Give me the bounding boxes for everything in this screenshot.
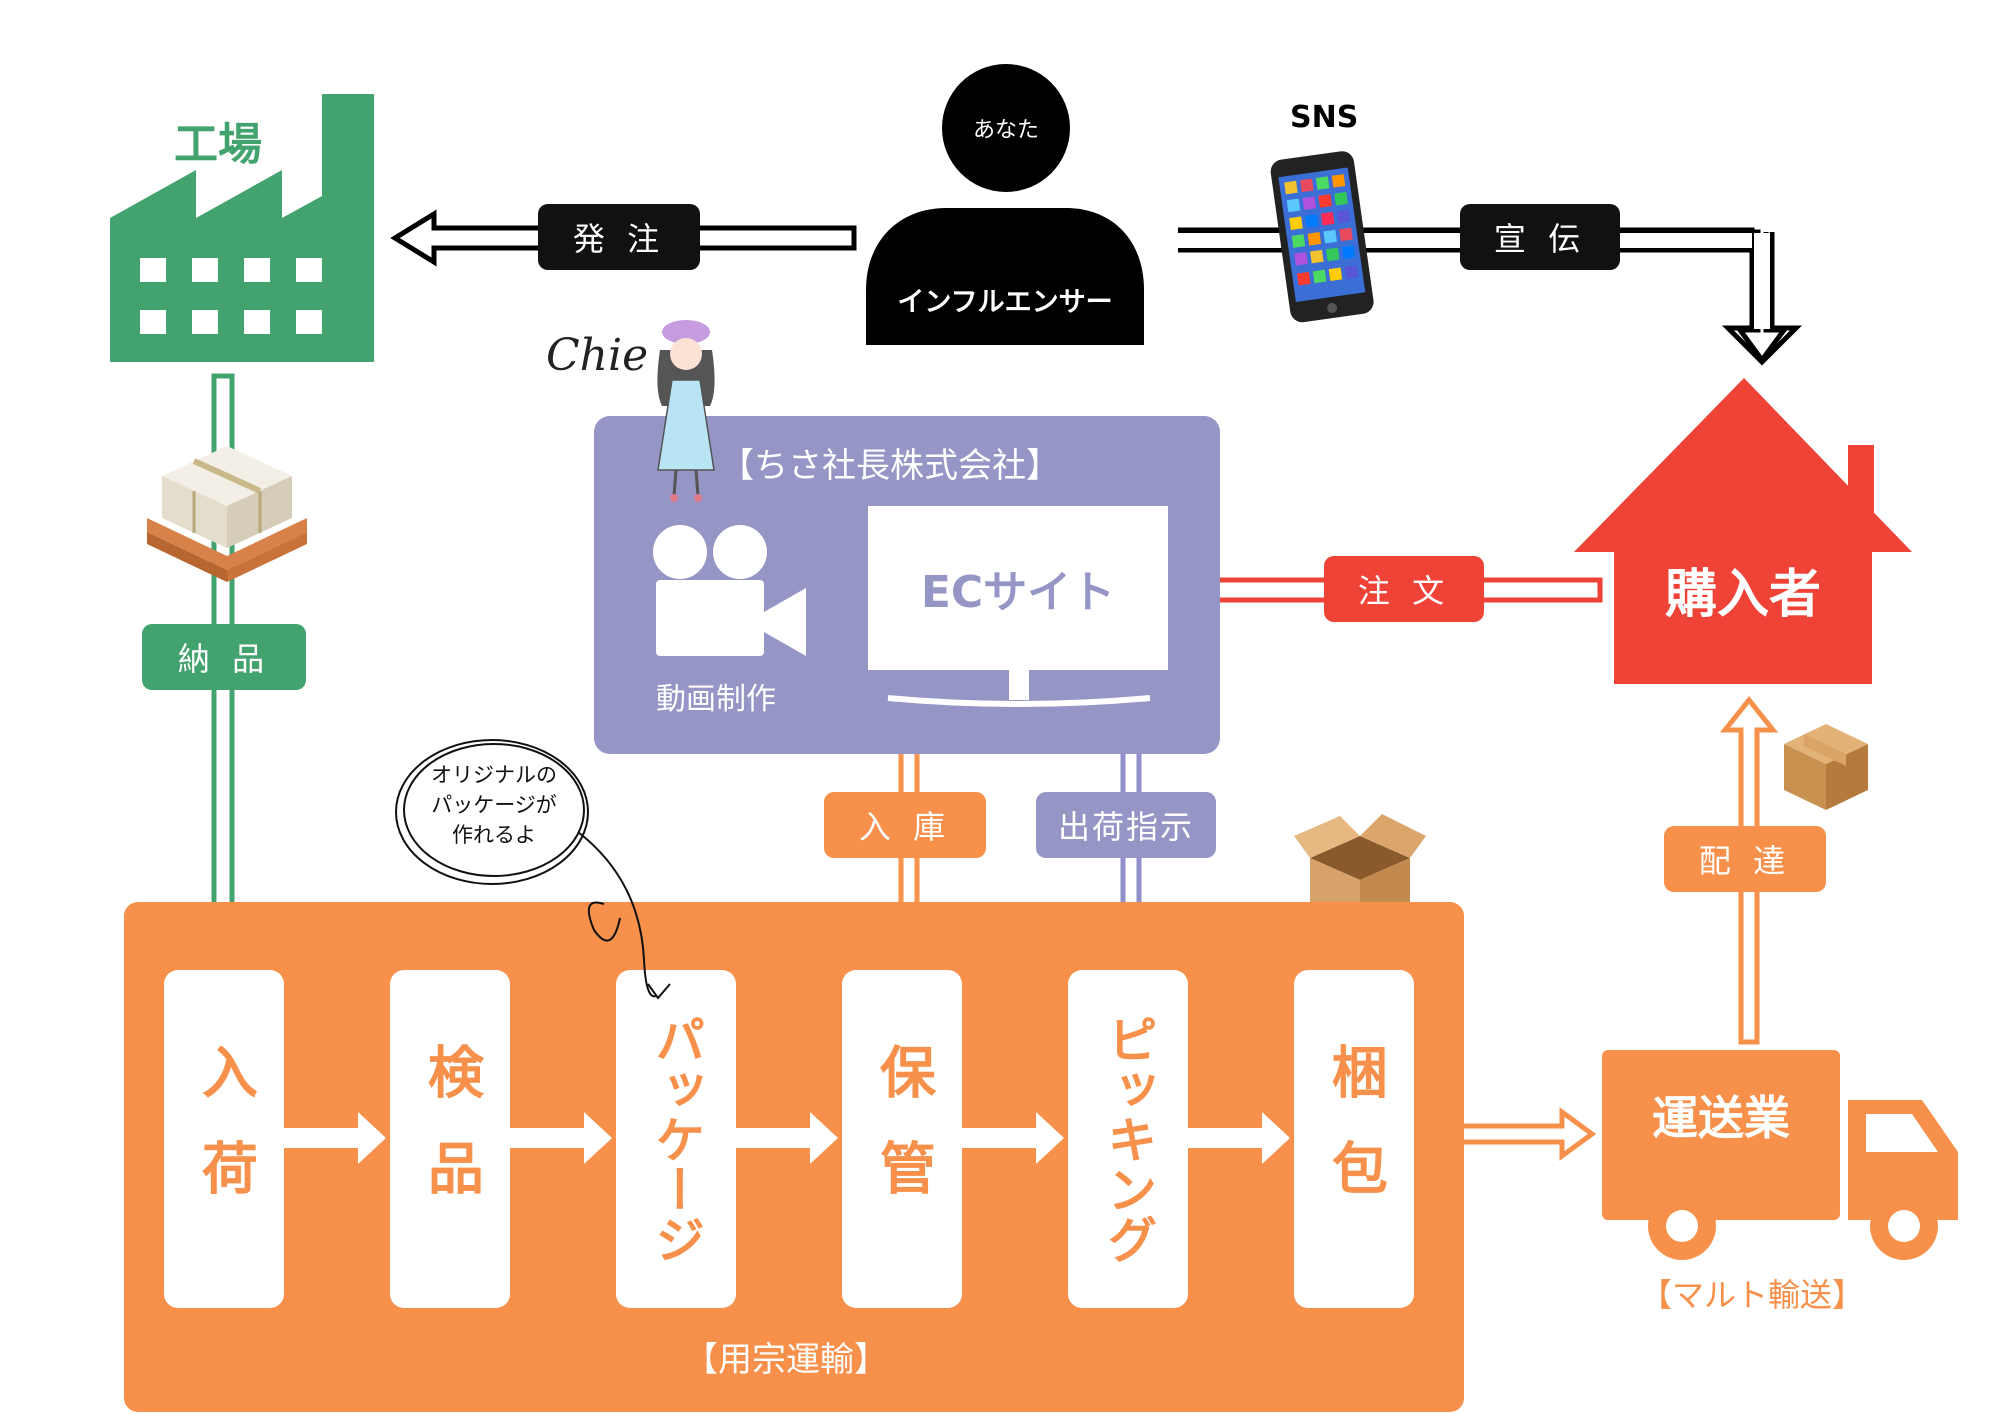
stage-package: パッケージ (616, 970, 736, 1308)
ship-instruction-label: 出荷指示 (1036, 792, 1216, 858)
video-label: 動画制作 (656, 682, 776, 717)
truck-window (1866, 1114, 1938, 1152)
monitor-stand (886, 670, 1152, 714)
package-note-line-3: 作れるよ (452, 823, 536, 847)
order-to-factory-label: 発 注 (538, 204, 700, 270)
company-name: 【ちさ社長株式会社】 (720, 446, 1060, 486)
stage-packing: 梱包 (1294, 970, 1414, 1308)
note-bubble (395, 739, 589, 885)
person-icon (866, 64, 1144, 345)
note-arrow (577, 831, 657, 998)
warehouse-name: 【用宗運輸】 (684, 1340, 888, 1380)
package-note: オリジナルの パッケージが 作れるよ (410, 760, 578, 850)
house-icon (1574, 378, 1912, 684)
stage-picking: ピッキング (1068, 970, 1188, 1308)
stage-arrow-1 (284, 1112, 386, 1164)
carrier-name: 【マルト輸送】 (1640, 1276, 1865, 1314)
video-camera-icon (650, 520, 810, 660)
order-label: 注 文 (1324, 556, 1484, 622)
delivery-label: 配 達 (1664, 826, 1826, 892)
factory-icon (110, 94, 374, 362)
smartphone-icon (1270, 151, 1374, 323)
cardboard-box-icon (1778, 718, 1874, 814)
stage-storage: 保管 (842, 970, 962, 1308)
stage-arrow-5 (1188, 1112, 1290, 1164)
arrow-promotion-fill-2 (1754, 233, 1770, 329)
promotion-label: 宣 伝 (1460, 204, 1620, 270)
signature: Chie (546, 330, 649, 381)
stage-arrow-4 (962, 1112, 1064, 1164)
character-illustration (640, 310, 724, 506)
ec-site-screen[interactable]: ECサイト (868, 506, 1168, 670)
factory-label: 工場 (174, 119, 262, 170)
carrier-label: 運送業 (1652, 1091, 1790, 1145)
inbound-label: 入 庫 (824, 792, 986, 858)
delivery-goods-label: 納 品 (142, 624, 306, 690)
influencer-label: インフルエンサー (897, 287, 1113, 318)
warehouse-panel (124, 902, 1464, 1412)
sns-label: SNS (1290, 100, 1359, 135)
pallet-boxes-icon (142, 436, 312, 584)
stage-arrow-2 (510, 1112, 612, 1164)
package-note-line-2: パッケージが (431, 793, 557, 817)
influencer-badge: あなた (972, 118, 1039, 143)
ec-site-label: ECサイト (920, 567, 1116, 618)
stage-arrow-3 (736, 1112, 838, 1164)
stage-inspection: 検品 (390, 970, 510, 1308)
stage-arrival: 入荷 (164, 970, 284, 1308)
buyer-label: 購入者 (1664, 565, 1821, 625)
package-note-line-1: オリジナルの (431, 763, 557, 787)
truck-wheel-hub (1666, 1210, 1698, 1242)
truck-wheel-hub-2 (1888, 1210, 1920, 1242)
